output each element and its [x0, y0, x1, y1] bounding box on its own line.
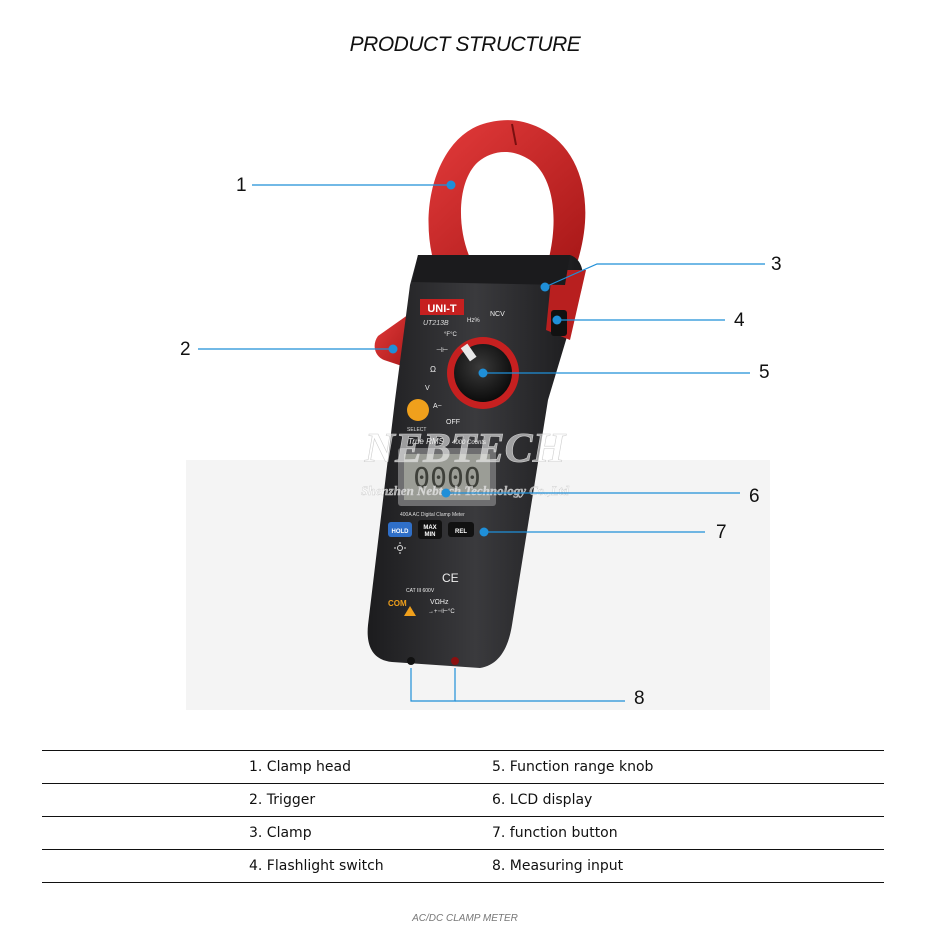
callout-number-1: 1	[236, 175, 247, 196]
table-row: 3. Clamp 7. function button	[42, 816, 884, 849]
warning-icon	[404, 606, 416, 616]
temp-label: °F°C	[444, 332, 457, 338]
legend-table: 1. Clamp head 5. Function range knob 2. …	[42, 750, 884, 883]
lcd-digits: 0000	[413, 461, 480, 494]
input-label: VΩHz	[430, 599, 449, 606]
callout-number-2: 2	[180, 339, 191, 360]
callout-dot-7	[479, 527, 489, 537]
table-row: 2. Trigger 6. LCD display	[42, 783, 884, 816]
legend-item: 4. Flashlight switch	[249, 858, 384, 874]
callout-dot-6	[441, 488, 451, 498]
callout-number-5: 5	[759, 362, 770, 383]
table-row: 4. Flashlight switch 8. Measuring input	[42, 849, 884, 883]
ncv-label: NCV	[490, 311, 505, 318]
off-label: OFF	[446, 419, 460, 426]
callout-dot-5	[478, 368, 488, 378]
page-title: PRODUCT STRUCTURE	[349, 33, 581, 56]
input-jack	[451, 657, 459, 665]
com-jack	[407, 657, 415, 665]
light-icon	[394, 542, 406, 554]
model-label: UT213B	[423, 320, 449, 327]
callout-dot-4	[552, 315, 562, 325]
brand-label: UNI-T	[427, 303, 457, 315]
footer-caption: AC/DC CLAMP METER	[412, 913, 518, 924]
true-rms-label: True RMS	[408, 437, 445, 446]
ohm-label: Ω	[430, 365, 436, 374]
legend-item: 2. Trigger	[249, 792, 316, 808]
cap-label: ⊣⊢	[436, 347, 448, 354]
hz-label: Hz%	[467, 318, 480, 324]
callout-dot-3	[540, 282, 550, 292]
watermark-brand: NEBTECH	[364, 426, 567, 472]
maxmin-button	[418, 520, 442, 539]
legend-item: 6. LCD display	[492, 792, 593, 808]
select-label: SELECT	[407, 427, 426, 433]
rel-label: REL	[455, 529, 467, 535]
select-button	[407, 399, 429, 421]
leader-lines	[198, 184, 765, 702]
clamp-jaw-gap	[511, 123, 517, 146]
callout-number-3: 3	[771, 254, 782, 275]
callout-number-4: 4	[734, 310, 745, 331]
legend-item: 5. Function range knob	[492, 759, 654, 775]
callout-dot-1	[446, 180, 456, 190]
legend-item: 3. Clamp	[249, 825, 312, 841]
legend-item: 8. Measuring input	[492, 858, 624, 874]
volt-label: V	[425, 385, 430, 392]
ce-label: CE	[442, 571, 459, 585]
input2-label: →+⊣⊢°C	[428, 608, 455, 615]
hold-label: HOLD	[392, 529, 410, 535]
callout-number-8: 8	[634, 688, 645, 709]
callout-number-6: 6	[749, 486, 760, 507]
amp-label: A~	[433, 403, 442, 410]
callout-dot-2	[388, 344, 398, 354]
max-label: MAX	[423, 525, 436, 531]
clamp-head	[428, 120, 586, 262]
counts-label: 4000 Counts	[452, 440, 486, 446]
hold-button	[388, 522, 412, 537]
min-label: MIN	[425, 532, 436, 538]
table-row: 1. Clamp head 5. Function range knob	[42, 750, 884, 783]
cat-label: CAT III 600V	[406, 588, 435, 594]
legend-item: 1. Clamp head	[249, 759, 351, 775]
subtitle-label: 400A AC Digital Clamp Meter	[400, 512, 465, 518]
watermark-company: Shenzhen Nebtech Technology Co.,Ltd	[361, 483, 569, 498]
legend-item: 7. function button	[492, 825, 618, 841]
com-label: COM	[388, 599, 407, 608]
rel-button	[448, 522, 474, 537]
leader-dots	[388, 180, 562, 537]
callout-number-7: 7	[716, 522, 727, 543]
